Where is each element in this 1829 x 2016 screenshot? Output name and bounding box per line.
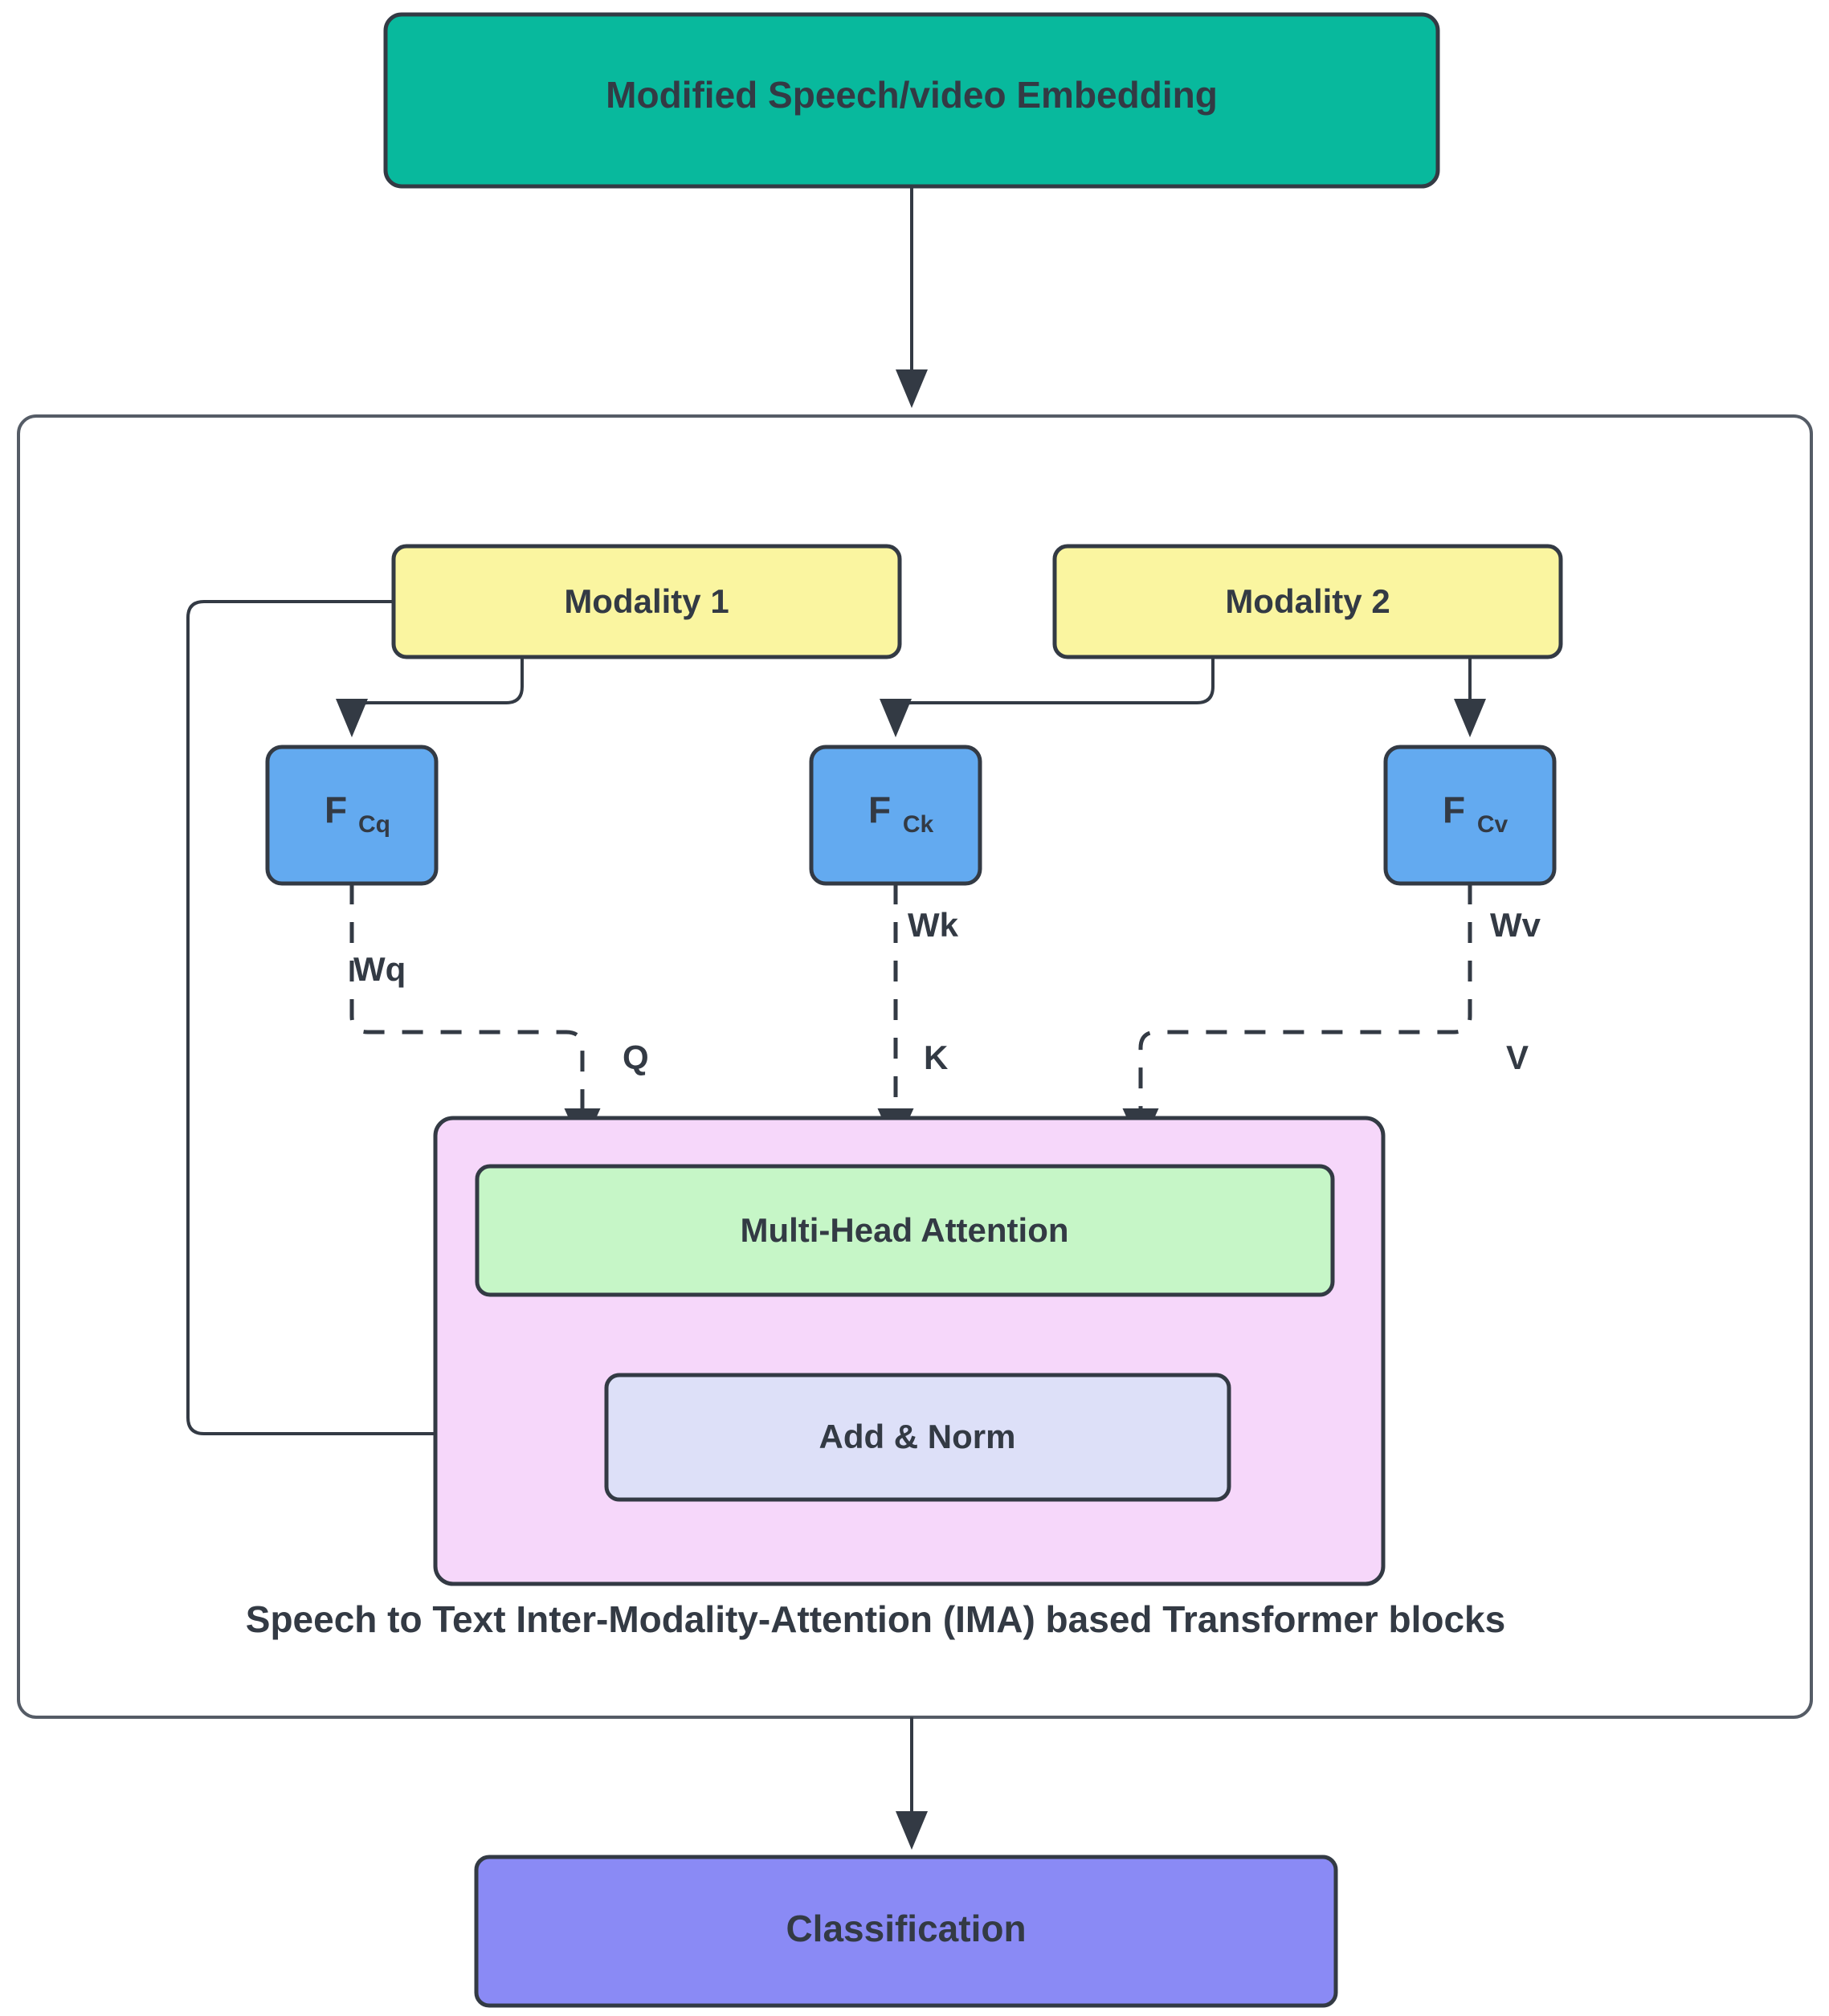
classification-box-shape	[474, 1855, 1338, 2008]
addnorm-box-shape	[604, 1373, 1231, 1502]
fck-subscript-label: Ck	[903, 811, 934, 838]
edge-modality1-to-fcq	[336, 657, 524, 737]
container-caption: Speech to Text Inter-Modality-Attention …	[246, 1598, 1505, 1640]
classification-label: Classification	[786, 1908, 1026, 1949]
fcq-box-shape	[265, 745, 439, 886]
fcv-box-shape	[1383, 745, 1557, 886]
modality-2-box-shape	[1052, 544, 1563, 659]
node-fck-projection[interactable]: F Ck	[809, 745, 982, 886]
edge-modality1-residual-to-addnorm	[186, 600, 597, 1450]
edge-label-k: K	[924, 1039, 948, 1076]
fck-box-shape	[809, 745, 982, 886]
fcv-subscript-label: Cv	[1477, 811, 1509, 838]
node-classification[interactable]: Classification	[474, 1855, 1338, 2008]
edge-label-wq: Wq	[353, 950, 406, 988]
edge-modality2-to-fck	[880, 657, 1215, 737]
mha-label: Multi-Head Attention	[740, 1211, 1068, 1249]
edge-label-q: Q	[623, 1039, 649, 1076]
node-modality-1[interactable]: Modality 1	[391, 544, 902, 659]
modality-2-label: Modality 2	[1225, 582, 1390, 620]
node-modified-speech-video-embedding[interactable]: Modified Speech/video Embedding	[383, 12, 1440, 189]
edge-fcv-v-to-attention	[1122, 884, 1472, 1149]
fcq-subscript-label: Cq	[358, 811, 390, 838]
node-modality-2[interactable]: Modality 2	[1052, 544, 1563, 659]
embedding-box-shape	[383, 12, 1440, 189]
modality-1-label: Modality 1	[564, 582, 729, 620]
edge-label-wk: Wk	[908, 906, 959, 944]
modality-1-box-shape	[391, 544, 902, 659]
addnorm-label: Add & Norm	[819, 1418, 1016, 1455]
fcv-base-label: F	[1443, 789, 1465, 830]
node-fcq-projection[interactable]: F Cq	[265, 745, 439, 886]
node-multi-head-attention[interactable]: Multi-Head Attention	[475, 1164, 1335, 1297]
fck-base-label: F	[868, 789, 891, 830]
edge-label-wv: Wv	[1490, 906, 1541, 944]
node-add-and-norm[interactable]: Add & Norm	[604, 1373, 1231, 1502]
embedding-box-label: Modified Speech/video Embedding	[606, 74, 1218, 116]
edge-label-v: V	[1506, 1039, 1529, 1076]
fcq-base-label: F	[325, 789, 347, 830]
node-fcv-projection[interactable]: F Cv	[1383, 745, 1557, 886]
mha-box-shape	[475, 1164, 1335, 1297]
